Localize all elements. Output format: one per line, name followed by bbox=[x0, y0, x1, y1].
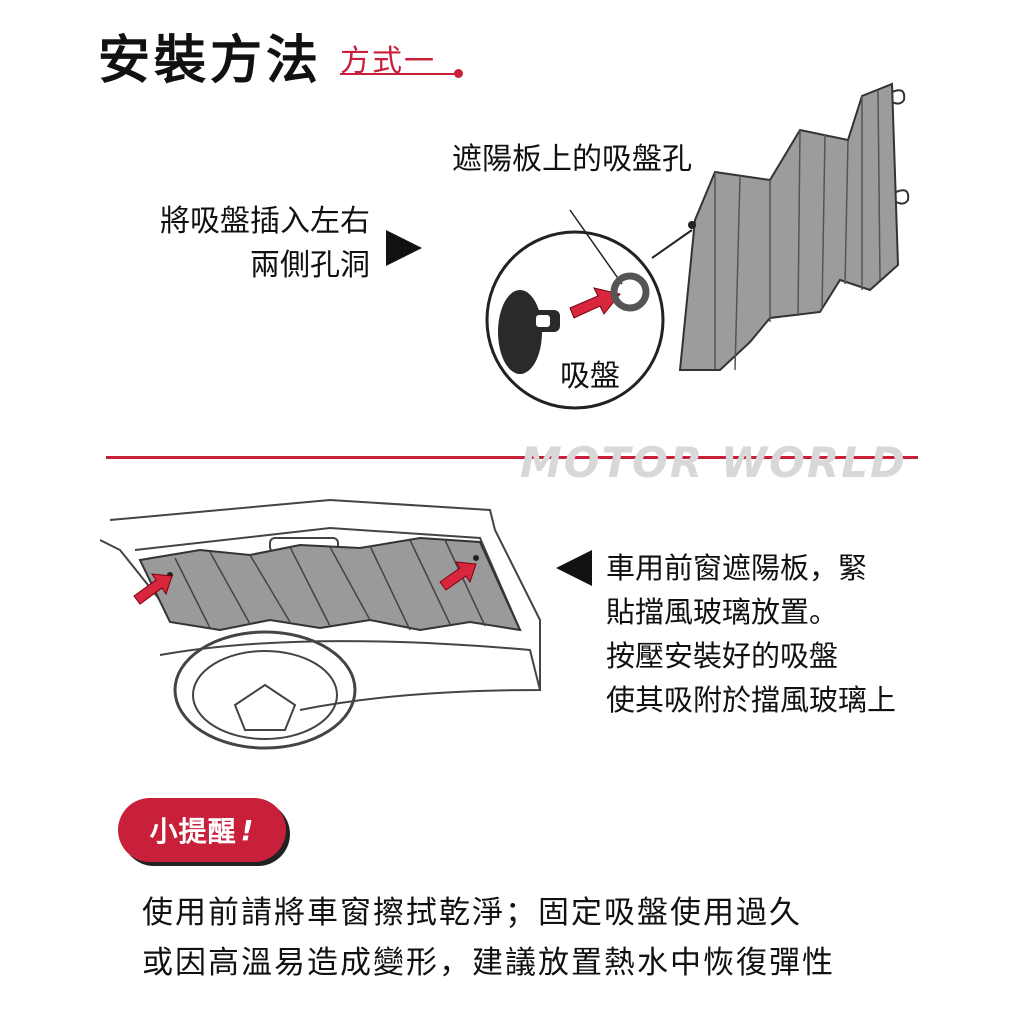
step1-line2: 兩側孔洞 bbox=[250, 248, 370, 283]
section-divider bbox=[106, 456, 918, 459]
cup-label: 吸盤 bbox=[560, 359, 620, 394]
steering-wheel-icon bbox=[173, 630, 357, 750]
tip-line1: 使用前請將車窗擦拭乾淨；固定吸盤使用過久 bbox=[142, 895, 802, 931]
pointer-right-icon bbox=[386, 230, 422, 266]
tip-badge: 小提醒! bbox=[118, 798, 286, 862]
step2-instruction: 車用前窗遮陽板，緊 貼擋風玻璃放置。 按壓安裝好的吸盤 使其吸附於擋風玻璃上 bbox=[606, 546, 966, 722]
windshield-illustration bbox=[100, 498, 542, 750]
windshield-sunshade bbox=[138, 536, 522, 632]
pointer-left-icon bbox=[556, 550, 592, 586]
watermark: MOTOR WORLD bbox=[520, 438, 907, 487]
step1-instruction: 將吸盤插入左右 兩側孔洞 bbox=[50, 200, 370, 288]
left-red-arrow-icon bbox=[133, 573, 173, 605]
step2-line4: 使其吸附於擋風玻璃上 bbox=[606, 683, 897, 717]
step2-line2: 貼擋風玻璃放置。 bbox=[606, 595, 839, 629]
tip-badge-label: 小提醒 bbox=[149, 815, 237, 848]
ring-hole-icon bbox=[610, 272, 650, 312]
tip-line2: 或因高溫易造成變形，建議放置熱水中恢復彈性 bbox=[142, 945, 835, 981]
folded-sunshade bbox=[678, 82, 900, 371]
hole-label: 遮陽板上的吸盤孔 bbox=[452, 142, 692, 177]
right-red-arrow-icon bbox=[439, 561, 477, 591]
step2-line3: 按壓安裝好的吸盤 bbox=[606, 639, 839, 673]
tip-text: 使用前請將車窗擦拭乾淨；固定吸盤使用過久 或因高溫易造成變形，建議放置熱水中恢復… bbox=[142, 888, 972, 988]
step2-line1: 車用前窗遮陽板，緊 bbox=[606, 551, 868, 585]
suction-cup-icon bbox=[498, 290, 542, 374]
sunshade-folds bbox=[714, 89, 881, 371]
hole-loop-bottom bbox=[895, 189, 910, 205]
subtitle-dot bbox=[454, 69, 463, 78]
hole-loop-top bbox=[891, 89, 906, 105]
exclamation-icon: ! bbox=[240, 813, 255, 847]
step1-line1: 將吸盤插入左右 bbox=[160, 204, 370, 239]
sunshade-illustration bbox=[485, 82, 910, 410]
red-arrow-icon bbox=[569, 287, 621, 319]
subtitle-underline bbox=[340, 73, 458, 75]
page-title: 安裝方法 bbox=[98, 31, 323, 91]
sunshade-hole bbox=[688, 221, 696, 229]
